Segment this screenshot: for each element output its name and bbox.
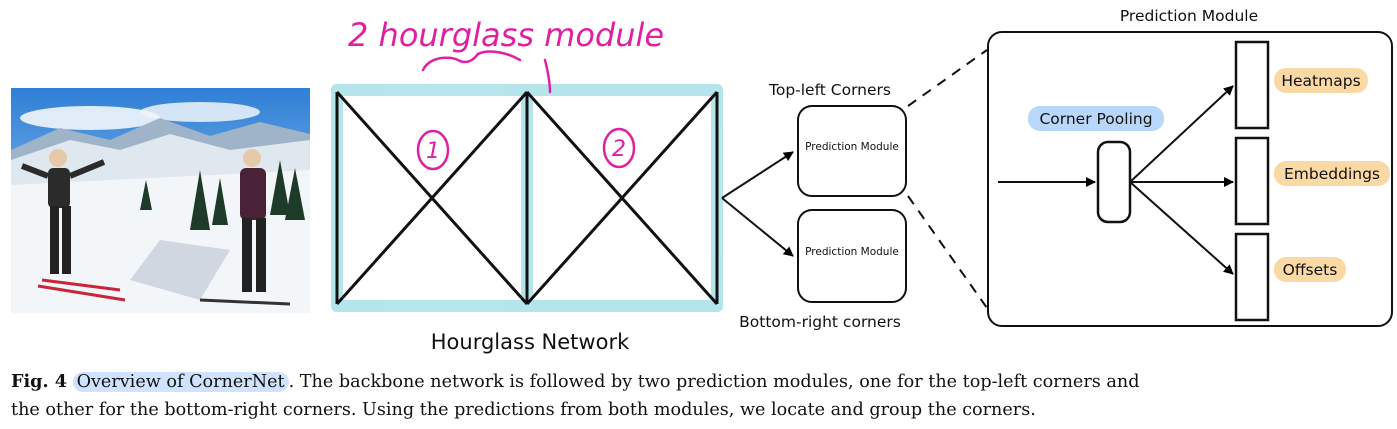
- embeddings-block: [1234, 136, 1270, 226]
- heatmaps-pill: [1274, 68, 1368, 93]
- caption-highlight: Overview of CornerNet: [72, 372, 289, 392]
- skiers-photo: [11, 88, 310, 313]
- prediction-module-detail: Corner Pooling Heatmaps Embeddings Offse…: [987, 31, 1393, 327]
- bottom-right-corners-label: Bottom-right corners: [739, 313, 901, 331]
- prediction-module-title: Prediction Module: [1120, 7, 1258, 25]
- hourglass-network: Hourglass Network: [331, 84, 723, 354]
- heatmaps-label: Heatmaps: [1281, 72, 1360, 90]
- zoom-lines: [907, 49, 988, 309]
- cornernet-figure: Hourglass Network 2 hourglass module 1 2…: [11, 7, 1393, 354]
- branch-arrows: [721, 151, 794, 257]
- handwritten-annotation: [416, 50, 636, 171]
- offsets-label: Offsets: [1283, 261, 1338, 279]
- corner-pooling-block: [1096, 140, 1132, 224]
- top-left-corners-label: Top-left Corners: [768, 81, 891, 99]
- caption-line-2: the other for the bottom-right corners. …: [11, 400, 1036, 420]
- corner-pooling-pill: [1028, 106, 1164, 131]
- caption-fig-label: Fig. 4: [11, 371, 67, 392]
- prediction-module-top-label: Prediction Module: [805, 141, 899, 153]
- hourglass-1-number: 1: [426, 139, 440, 164]
- hourglass-2-number: 2: [612, 137, 626, 162]
- caption-line-1-rest: . The backbone network is followed by tw…: [288, 372, 1140, 392]
- offsets-block: [1234, 232, 1270, 322]
- skier-right: [199, 149, 291, 306]
- offsets-pill: [1274, 257, 1346, 282]
- caption-line-1: Fig. 4 Overview of CornerNet. The backbo…: [11, 368, 1395, 396]
- prediction-module-bottom: Prediction Module: [797, 209, 907, 303]
- skier-left: [20, 149, 126, 302]
- prediction-module-bottom-label: Prediction Module: [805, 246, 899, 258]
- heatmaps-block: [1234, 40, 1270, 130]
- handwritten-note: 2 hourglass module: [348, 16, 664, 54]
- corner-pooling-label: Corner Pooling: [1039, 110, 1152, 128]
- embeddings-pill: [1274, 161, 1390, 186]
- embeddings-label: Embeddings: [1284, 165, 1380, 183]
- prediction-module-top: Prediction Module: [797, 105, 907, 197]
- figure-caption: Fig. 4 Overview of CornerNet. The backbo…: [11, 368, 1395, 424]
- hourglass-network-label: Hourglass Network: [431, 330, 630, 354]
